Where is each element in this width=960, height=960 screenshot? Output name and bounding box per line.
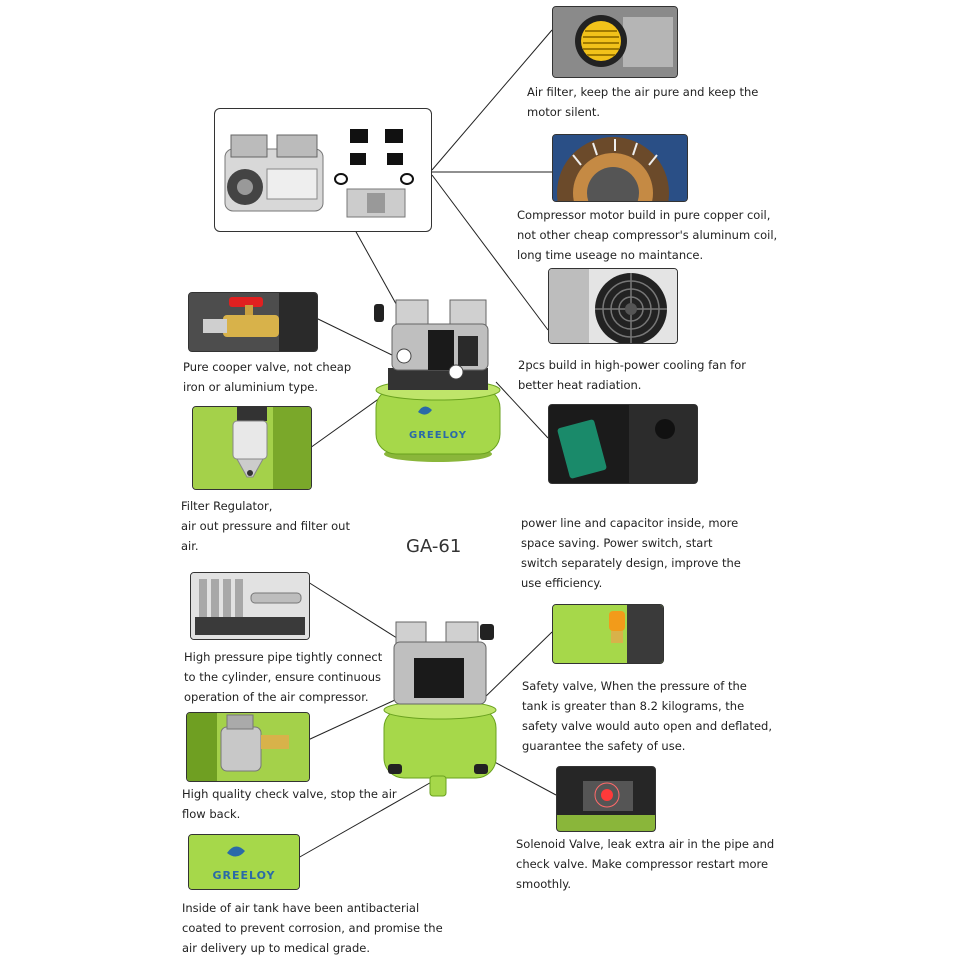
- caption-solenoid-valve: Solenoid Valve, leak extra air in the pi…: [516, 837, 775, 891]
- air-tank-logo-photo: GREELOY: [188, 834, 300, 890]
- filter-regulator-photo: [192, 406, 312, 490]
- compressor-secondary-image: [374, 618, 502, 800]
- caption-filter-regulator: Filter Regulator, air out pressure and f…: [181, 499, 350, 553]
- brand-label: GREELOY: [409, 430, 467, 441]
- high-pressure-pipe-photo: [190, 572, 310, 640]
- caption-cooling-fan: 2pcs build in high-power cooling fan for…: [518, 358, 746, 392]
- pump-parts-box: [214, 108, 432, 232]
- caption-high-pressure-pipe: High pressure pipe tightly connect to th…: [184, 650, 383, 704]
- pump-head-icon: [224, 129, 414, 218]
- compressor-main-image: GREELOY: [368, 296, 508, 466]
- air-filter-photo: [552, 6, 678, 78]
- solenoid-valve-photo: [556, 766, 656, 832]
- caption-copper-valve: Pure cooper valve, not cheap iron or alu…: [183, 360, 352, 394]
- model-label: GA-61: [406, 536, 462, 557]
- caption-air-tank: Inside of air tank have been antibacteri…: [182, 901, 443, 955]
- caption-motor: Compressor motor build in pure copper co…: [517, 208, 778, 262]
- check-valve-photo: [186, 712, 310, 782]
- copper-valve-photo: [188, 292, 318, 352]
- caption-air-filter: Air filter, keep the air pure and keep t…: [527, 85, 759, 119]
- power-box-photo: [548, 404, 698, 484]
- fan-icon: [549, 269, 677, 343]
- valve-icon: [189, 293, 317, 351]
- safety-valve-photo: [552, 604, 664, 664]
- caption-check-valve: High quality check valve, stop the air f…: [182, 787, 397, 821]
- caption-power-box: power line and capacitor inside, more sp…: [521, 516, 741, 590]
- caption-safety-valve: Safety valve, When the pressure of the t…: [522, 679, 772, 753]
- motor-coil-photo: [552, 134, 688, 202]
- cooling-fan-photo: [548, 268, 678, 344]
- brand-label-small: GREELOY: [212, 869, 275, 882]
